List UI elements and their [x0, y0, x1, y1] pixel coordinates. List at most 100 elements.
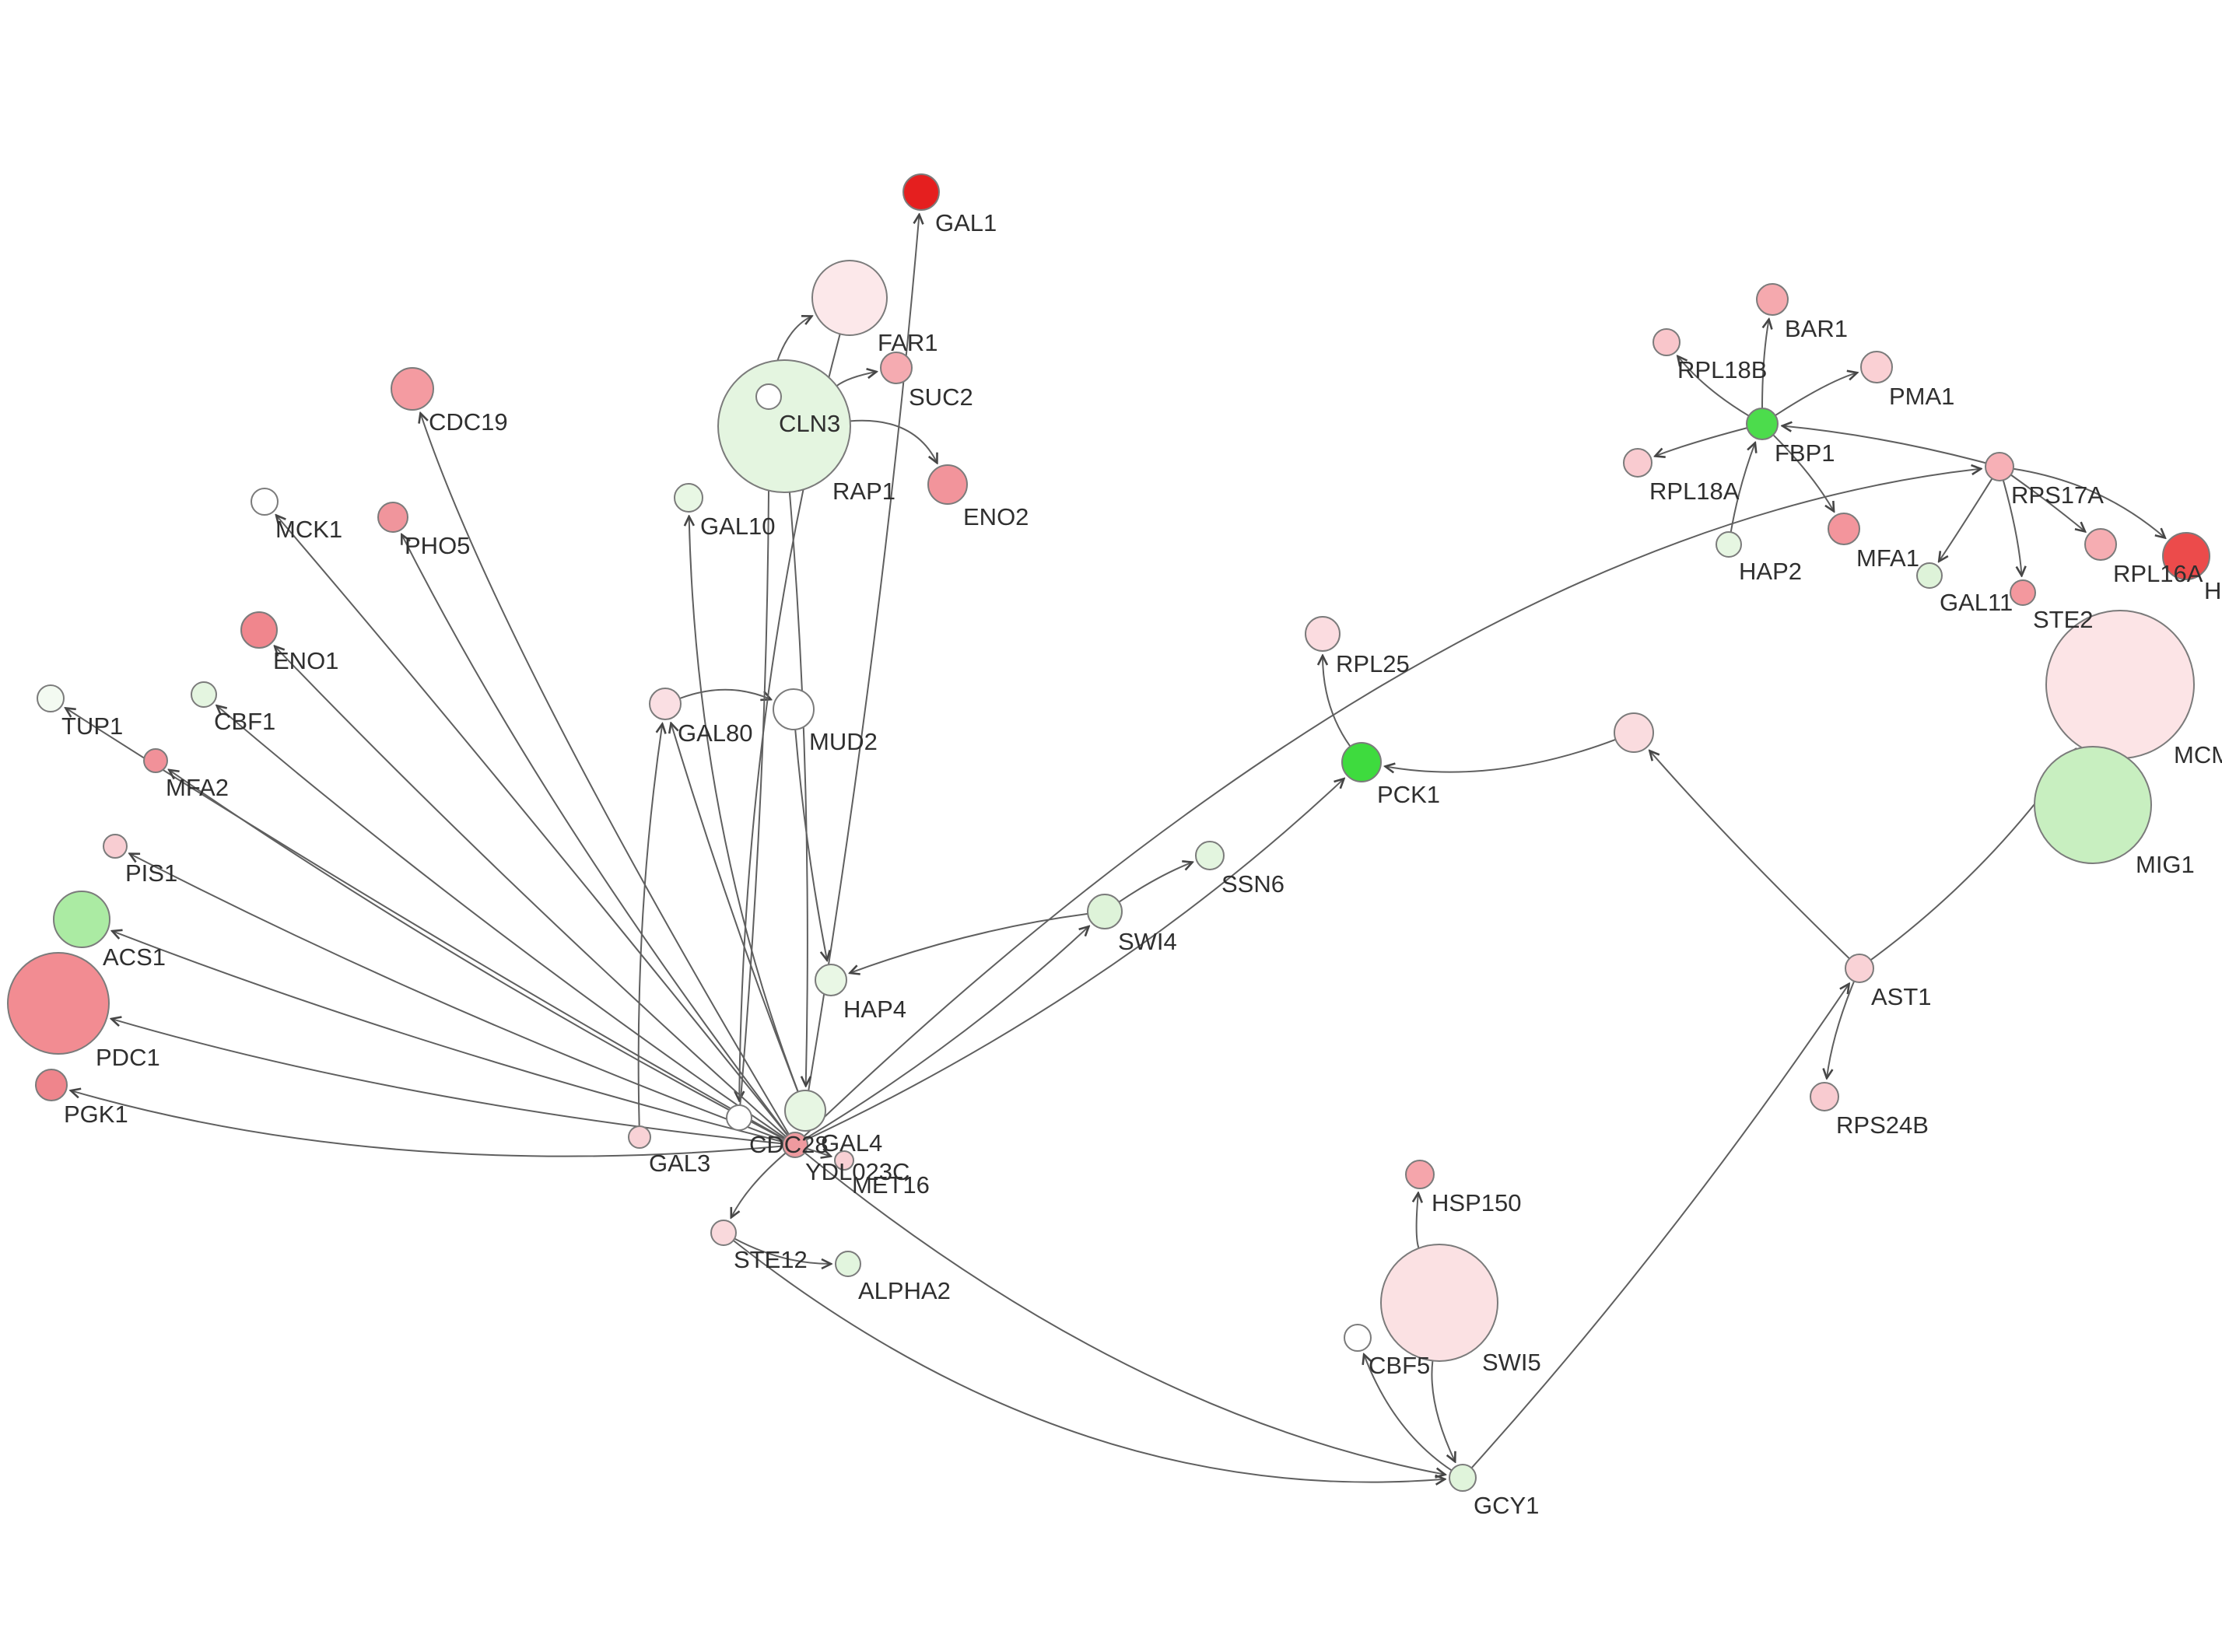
edge-ydl023c-pis1[interactable]	[130, 854, 784, 1142]
edge-rps17a-fbp1[interactable]	[1782, 426, 1986, 464]
edge-gal80-mud2[interactable]	[679, 688, 771, 699]
node-cdc19[interactable]	[391, 367, 434, 411]
node-pho5[interactable]	[377, 502, 408, 533]
edge-pck1-rpl25[interactable]	[1323, 656, 1351, 747]
node-pck1[interactable]	[1341, 742, 1382, 782]
node-bar1[interactable]	[1756, 283, 1789, 316]
edge-rps17a-gal11[interactable]	[1939, 478, 1993, 561]
node-rpl18b[interactable]	[1652, 328, 1681, 356]
edge-ydl023c-cdc19[interactable]	[420, 413, 790, 1135]
edge-ydl023c-gcy1[interactable]	[804, 1152, 1445, 1475]
edge-rps17a-ste2[interactable]	[2002, 480, 2022, 576]
edge-hap2-fbp1[interactable]	[1730, 443, 1755, 533]
edge-ydl023c-pdc1[interactable]	[111, 1019, 783, 1145]
edge-ast1-unlabeled-1[interactable]	[1649, 751, 1850, 960]
node-rap1[interactable]	[717, 359, 851, 493]
edge-rap1-eno2[interactable]	[850, 419, 938, 463]
edge-rps17a-rpl16a[interactable]	[2010, 474, 2085, 532]
edge-ydl023c-pgk1[interactable]	[71, 1090, 783, 1157]
edge-fbp1-mfa1[interactable]	[1772, 434, 1834, 511]
node-gal1[interactable]	[902, 173, 940, 211]
node-rpl16a[interactable]	[2084, 528, 2117, 561]
edge-mud2-hap4[interactable]	[794, 729, 827, 961]
node-gal3[interactable]	[628, 1125, 651, 1149]
node-swi4[interactable]	[1087, 894, 1123, 929]
node-ast1[interactable]	[1845, 954, 1874, 983]
edge-rap1-gal4[interactable]	[788, 492, 808, 1086]
node-pgk1[interactable]	[35, 1069, 68, 1101]
node-hap2[interactable]	[1716, 531, 1742, 558]
node-eno1[interactable]	[240, 611, 278, 649]
edge-ydl023c-swi4[interactable]	[805, 926, 1089, 1139]
edge-ydl023c-acs1[interactable]	[112, 931, 783, 1143]
node-ste2[interactable]	[2010, 579, 2036, 606]
edge-ydl023c-pho5[interactable]	[401, 534, 789, 1136]
node-gal11[interactable]	[1916, 562, 1943, 589]
node-ydl023c[interactable]	[782, 1132, 808, 1158]
edge-rap1-suc2[interactable]	[836, 372, 876, 387]
node-swi5[interactable]	[1380, 1244, 1498, 1362]
edge-fbp1-pma1[interactable]	[1775, 373, 1857, 416]
node-rpl18a[interactable]	[1623, 448, 1652, 478]
edge-ydl023c-rps17a[interactable]	[803, 469, 1982, 1137]
edge-ast1-rps24b[interactable]	[1827, 981, 1856, 1079]
node-rps17a[interactable]	[1985, 452, 2014, 481]
node-ssn6[interactable]	[1195, 841, 1225, 870]
edge-ste12-alpha2[interactable]	[734, 1237, 831, 1265]
node-mig1[interactable]	[2034, 746, 2152, 864]
edge-ydl023c-mfa2[interactable]	[169, 770, 785, 1140]
node-pma1[interactable]	[1860, 351, 1893, 383]
node-his4[interactable]	[2162, 532, 2210, 580]
edge-swi4-ssn6[interactable]	[1118, 863, 1192, 903]
node-eno2[interactable]	[927, 464, 968, 505]
edge-fbp1-rpl18b[interactable]	[1677, 356, 1750, 417]
edge-ydl023c-eno1[interactable]	[275, 646, 787, 1138]
node-suc2[interactable]	[880, 352, 913, 384]
node-hsp150[interactable]	[1405, 1160, 1435, 1189]
node-mfa1[interactable]	[1828, 513, 1860, 545]
node-cln3[interactable]	[755, 383, 782, 410]
edge-swi5-hsp150[interactable]	[1417, 1193, 1419, 1249]
node-cbf1[interactable]	[191, 681, 217, 708]
node-cbf5[interactable]	[1344, 1324, 1372, 1352]
edge-ste12-gcy1[interactable]	[732, 1240, 1446, 1482]
node-rps24b[interactable]	[1810, 1082, 1839, 1111]
node-gal10[interactable]	[674, 483, 703, 513]
edge-ydl023c-cbf1[interactable]	[217, 705, 786, 1139]
edge-fbp1-bar1[interactable]	[1761, 320, 1769, 409]
edge-ydl023c-tup1[interactable]	[65, 708, 785, 1140]
node-alpha2[interactable]	[835, 1251, 861, 1277]
edge-gal4-gal10[interactable]	[689, 516, 799, 1093]
node-met16[interactable]	[834, 1150, 854, 1171]
node-mud2[interactable]	[773, 688, 815, 730]
edge-gal4-gal80[interactable]	[671, 723, 799, 1093]
edge-rps17a-his4[interactable]	[2013, 467, 2165, 538]
node-far1[interactable]	[811, 260, 888, 336]
edge-gal3-gal80[interactable]	[637, 724, 663, 1127]
node-gcy1[interactable]	[1449, 1464, 1477, 1492]
edge-ydl023c-ste12[interactable]	[731, 1152, 787, 1217]
node-acs1[interactable]	[53, 891, 110, 948]
node-ste12[interactable]	[710, 1220, 737, 1246]
node-gal4[interactable]	[784, 1090, 826, 1132]
node-gal80[interactable]	[649, 688, 682, 720]
node-fbp1[interactable]	[1746, 408, 1779, 440]
edge-unlabeled-1-pck1[interactable]	[1386, 738, 1616, 772]
node-pis1[interactable]	[103, 834, 128, 859]
node-tup1[interactable]	[37, 684, 65, 712]
node-mfa2[interactable]	[143, 748, 168, 773]
edge-swi4-hap4[interactable]	[850, 912, 1088, 973]
node-unlabeled-1[interactable]	[1614, 712, 1654, 753]
node-hap4[interactable]	[815, 964, 847, 996]
node-pdc1[interactable]	[7, 952, 110, 1055]
node-cdc28[interactable]	[726, 1104, 752, 1131]
edge-cdc28-cln3[interactable]	[739, 414, 769, 1106]
edge-fbp1-rpl18a[interactable]	[1655, 427, 1747, 456]
edge-gcy1-cbf5[interactable]	[1364, 1355, 1453, 1472]
node-rpl25[interactable]	[1305, 616, 1341, 652]
edge-ydl023c-mck1[interactable]	[276, 516, 788, 1136]
edge-ydl023c-met16[interactable]	[806, 1147, 831, 1157]
edge-gcy1-ast1[interactable]	[1470, 984, 1849, 1469]
